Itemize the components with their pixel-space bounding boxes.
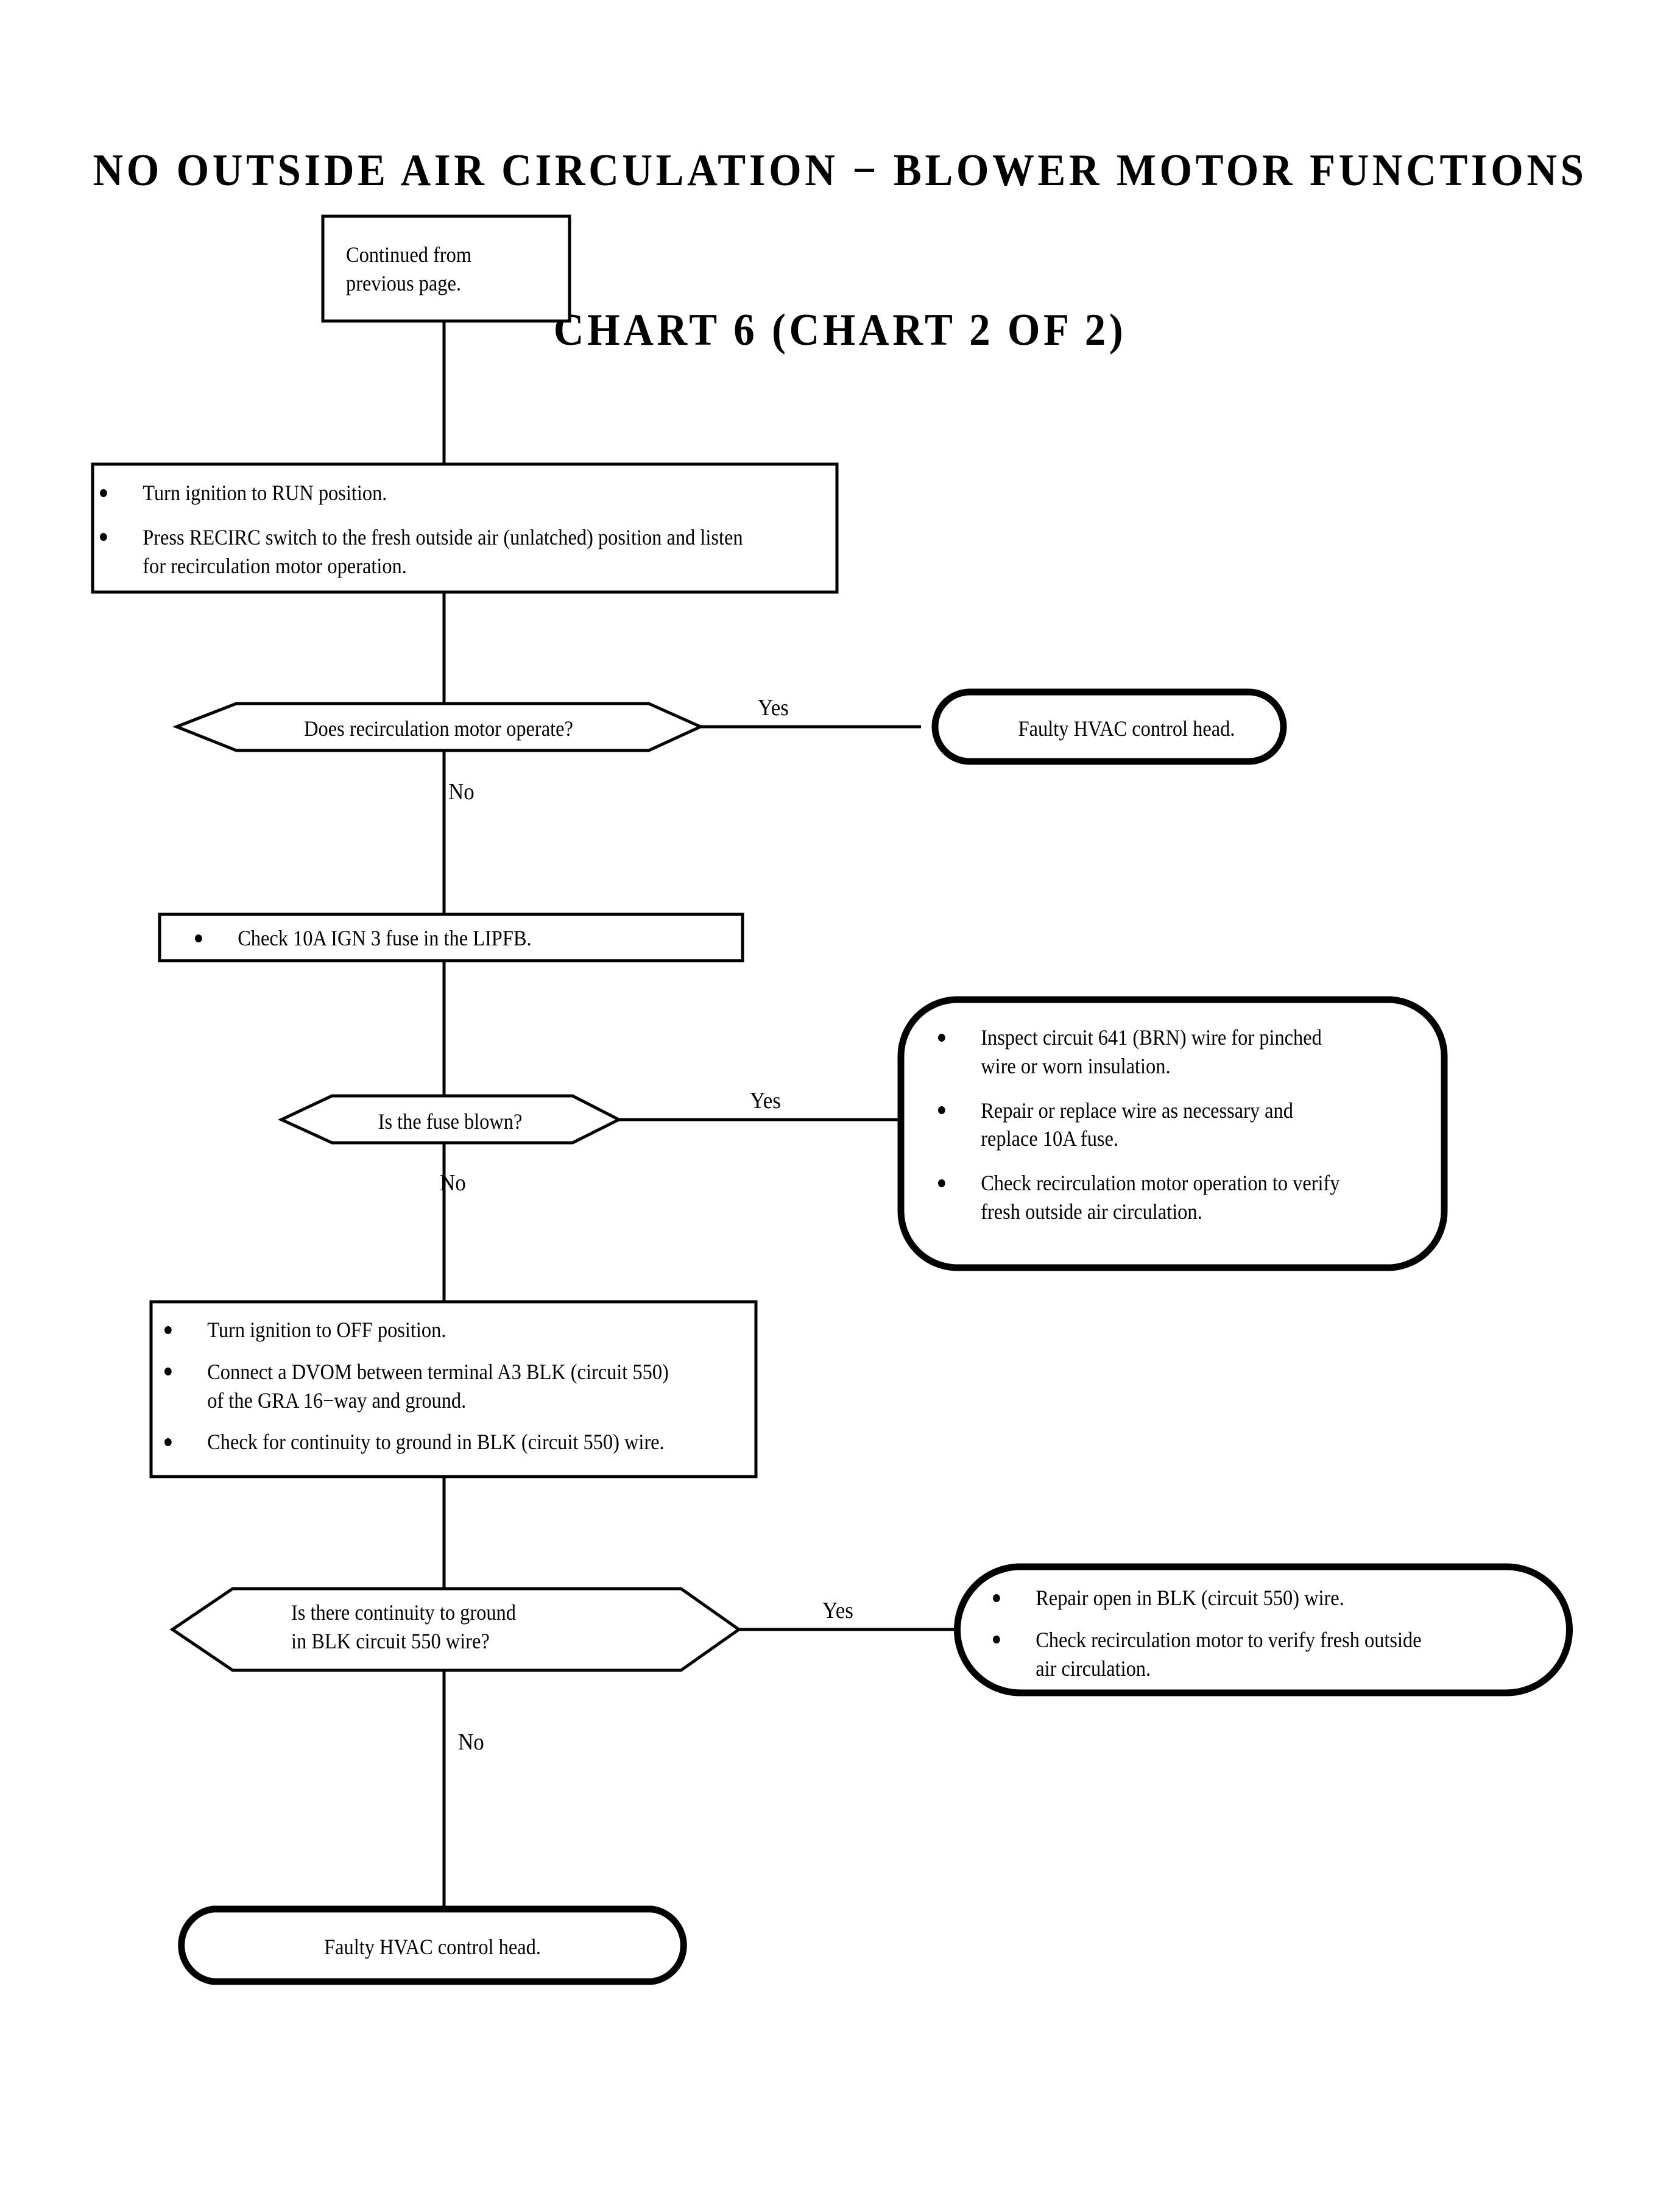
list-item: Check recirculation motor operation to v… xyxy=(938,1169,1355,1226)
bullet-icon xyxy=(938,1179,945,1187)
decision3-line-2: in BLK circuit 550 wire? xyxy=(291,1628,490,1653)
decision3-text: Is there continuity to ground in BLK cir… xyxy=(291,1598,642,1656)
dvom-bullet-1: Turn ignition to OFF position. xyxy=(207,1318,446,1342)
result-inspect-641-text: Inspect circuit 641 (BRN) wire for pinch… xyxy=(938,1023,1355,1226)
edge-label-yes-3: Yes xyxy=(822,1598,853,1623)
page-title: NO OUTSIDE AIR CIRCULATION − BLOWER MOTO… xyxy=(59,38,1622,464)
list-item: Check recirculation motor to verify fres… xyxy=(993,1626,1431,1683)
list-item: Repair open in BLK (circuit 550) wire. xyxy=(993,1584,1431,1612)
fusecheck-bullet-1: Check 10A IGN 3 fuse in the LIPFB. xyxy=(238,926,532,950)
list-item: Repair or replace wire as necessary and … xyxy=(938,1096,1355,1154)
result-repair-open-text: Repair open in BLK (circuit 550) wire. C… xyxy=(993,1584,1431,1696)
result-inspect-641-bullet-3: Check recirculation motor operation to v… xyxy=(981,1171,1340,1224)
fusecheck-bullet-list: Check 10A IGN 3 fuse in the LIPFB. xyxy=(195,924,677,953)
result-inspect-641-bullet-1: Inspect circuit 641 (BRN) wire for pinch… xyxy=(981,1025,1322,1078)
decision2-question: Is the fuse blown? xyxy=(378,1109,523,1134)
bullet-icon xyxy=(164,1438,172,1446)
decision1-text: Does recirculation motor operate? xyxy=(203,715,674,743)
decision1-question: Does recirculation motor operate? xyxy=(304,716,573,741)
bullet-icon xyxy=(164,1326,172,1334)
bullet-icon xyxy=(100,489,107,497)
bullet-icon xyxy=(938,1033,945,1042)
bullet-icon xyxy=(993,1594,1000,1602)
list-item: Turn ignition to OFF position. xyxy=(164,1316,685,1344)
decision3-line-1: Is there continuity to ground xyxy=(291,1600,516,1625)
edge-label-yes-1: Yes xyxy=(758,695,789,721)
list-item: Inspect circuit 641 (BRN) wire for pinch… xyxy=(938,1023,1355,1081)
result-faulty-head-2-label: Faulty HVAC control head. xyxy=(324,1935,541,1959)
list-item: Turn ignition to RUN position. xyxy=(100,479,747,507)
fusecheck-box-text: Check 10A IGN 3 fuse in the LIPFB. xyxy=(195,924,677,953)
result-inspect-641-bullet-list: Inspect circuit 641 (BRN) wire for pinch… xyxy=(938,1023,1355,1226)
dvom-box-text: Turn ignition to OFF position. Connect a… xyxy=(164,1316,685,1470)
result-faulty-head-1-label: Faulty HVAC control head. xyxy=(1018,716,1235,741)
result-inspect-641-bullet-2: Repair or replace wire as necessary and … xyxy=(981,1098,1293,1151)
list-item: Connect a DVOM between terminal A3 BLK (… xyxy=(164,1358,685,1415)
decision2-text: Is the fuse blown? xyxy=(298,1107,602,1136)
bullet-icon xyxy=(938,1106,945,1115)
result-faulty-head-2-text: Faulty HVAC control head. xyxy=(235,1933,630,1961)
edge-label-yes-2: Yes xyxy=(750,1088,781,1114)
start-box-line-1: Continued from xyxy=(346,242,472,267)
step1-box-text: Turn ignition to RUN position. Press REC… xyxy=(100,479,747,580)
start-box-text: Continued from previous page. xyxy=(346,241,554,298)
bullet-icon xyxy=(100,533,107,542)
dvom-bullet-3: Check for continuity to ground in BLK (c… xyxy=(207,1430,665,1455)
list-item: Press RECIRC switch to the fresh outside… xyxy=(100,523,747,581)
start-box-line-2: previous page. xyxy=(346,270,461,295)
edge-label-no-3: No xyxy=(458,1729,484,1755)
dvom-bullet-list: Turn ignition to OFF position. Connect a… xyxy=(164,1316,685,1456)
page-title-line-1: NO OUTSIDE AIR CIRCULATION − BLOWER MOTO… xyxy=(93,145,1587,196)
step1-bullet-list: Turn ignition to RUN position. Press REC… xyxy=(100,479,747,580)
result-faulty-head-1-text: Faulty HVAC control head. xyxy=(986,715,1268,743)
edge-label-no-2: No xyxy=(440,1170,466,1196)
list-item: Check 10A IGN 3 fuse in the LIPFB. xyxy=(195,924,677,953)
bullet-icon xyxy=(195,934,202,942)
result-repair-open-bullet-list: Repair open in BLK (circuit 550) wire. C… xyxy=(993,1584,1431,1682)
page-title-line-2: CHART 6 (CHART 2 OF 2) xyxy=(553,305,1127,355)
list-item: Check for continuity to ground in BLK (c… xyxy=(164,1428,685,1456)
result-repair-open-bullet-2: Check recirculation motor to verify fres… xyxy=(1036,1627,1422,1681)
dvom-bullet-2: Connect a DVOM between terminal A3 BLK (… xyxy=(207,1359,669,1413)
bullet-icon xyxy=(993,1636,1000,1644)
bullet-icon xyxy=(164,1368,172,1376)
step1-bullet-1: Turn ignition to RUN position. xyxy=(143,481,387,505)
result-repair-open-bullet-1: Repair open in BLK (circuit 550) wire. xyxy=(1036,1586,1344,1610)
step1-bullet-2: Press RECIRC switch to the fresh outside… xyxy=(143,524,743,578)
edge-label-no-1: No xyxy=(448,779,475,805)
